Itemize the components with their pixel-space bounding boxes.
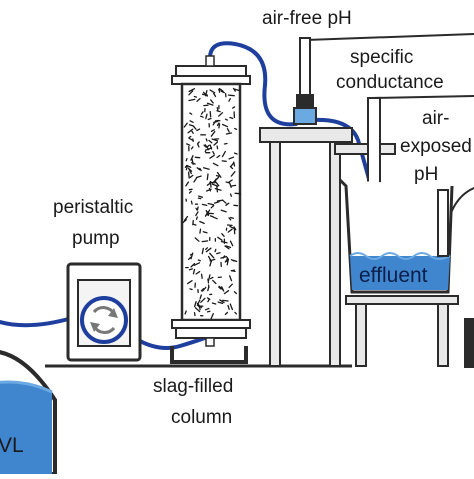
slag-grain — [223, 300, 228, 301]
slag-filled-column: slag-filled column — [153, 56, 250, 428]
slag-grain — [231, 218, 234, 219]
effluent-label: effluent — [359, 264, 428, 287]
slag-grain — [191, 201, 192, 204]
slag-grain — [200, 229, 201, 233]
slag-grain — [226, 119, 228, 120]
slag-grain — [217, 108, 218, 110]
air-free-ph-electrode — [300, 38, 310, 98]
ph-probe-cable — [306, 34, 474, 40]
slag-grain — [194, 97, 196, 98]
tubing-reservoir-to-pump — [0, 318, 72, 325]
slag-grain — [234, 162, 235, 166]
slag-grain — [210, 112, 211, 117]
slag-grain — [194, 224, 196, 225]
slag-grain — [215, 249, 216, 251]
slag-grain — [206, 139, 207, 141]
air-exposed-ph-electrode — [438, 190, 448, 256]
slag-grain — [235, 129, 237, 130]
pump-rotor — [82, 298, 126, 342]
slag-grain — [229, 95, 235, 96]
slag-grain — [197, 217, 198, 219]
column-base-tray — [172, 346, 246, 362]
slag-grain — [202, 241, 207, 242]
air-exposed-label-line2: exposed — [400, 136, 472, 157]
slag-grain — [217, 253, 220, 254]
slag-grain — [210, 189, 211, 191]
slag-grain — [198, 198, 200, 199]
conductance-label-line1: specific — [350, 47, 413, 68]
conductance-label-line2: conductance — [336, 72, 444, 93]
slag-grain — [186, 167, 187, 170]
slag-grain — [235, 153, 238, 154]
slag-grain — [193, 221, 194, 225]
pump-label-line1: peristaltic — [53, 197, 133, 218]
slag-grain — [217, 186, 218, 191]
peristaltic-pump: peristaltic pump — [53, 197, 140, 360]
slag-grain — [217, 146, 218, 149]
air-free-ph-label: air-free pH — [262, 8, 352, 29]
slag-grain — [205, 150, 206, 152]
slag-grain — [198, 207, 199, 210]
flow-cell — [294, 108, 316, 124]
slag-grain — [207, 174, 208, 180]
slag-grain — [195, 313, 196, 316]
slag-grain — [208, 311, 210, 312]
slag-grain — [219, 124, 220, 128]
column-label-line2: column — [171, 407, 232, 428]
slag-grain — [210, 182, 211, 188]
air-exposed-label-line1: air- — [422, 108, 449, 129]
slag-grain — [198, 260, 200, 261]
pump-label-line2: pump — [72, 228, 120, 249]
slag-grain — [200, 307, 201, 310]
slag-grain — [217, 111, 220, 112]
conductance-cable — [372, 96, 474, 98]
column-label-line1: slag-filled — [153, 376, 233, 397]
slag-grain — [230, 118, 233, 119]
slag-grain — [190, 289, 192, 290]
slag-grain — [202, 274, 203, 278]
slag-grain — [186, 159, 187, 161]
reservoir-label: VL — [0, 434, 24, 457]
reservoir-water — [0, 382, 52, 474]
slag-grain — [224, 144, 227, 145]
slag-grain — [217, 200, 222, 201]
air-exposed-label-line3: pH — [414, 164, 438, 185]
slag-grain — [231, 271, 235, 272]
slag-grain — [217, 176, 220, 177]
slag-grain — [189, 172, 190, 178]
influent-reservoir: VL — [0, 351, 55, 474]
slag-grain — [231, 185, 235, 186]
slag-grain — [231, 194, 232, 196]
slag-grain — [189, 269, 192, 270]
